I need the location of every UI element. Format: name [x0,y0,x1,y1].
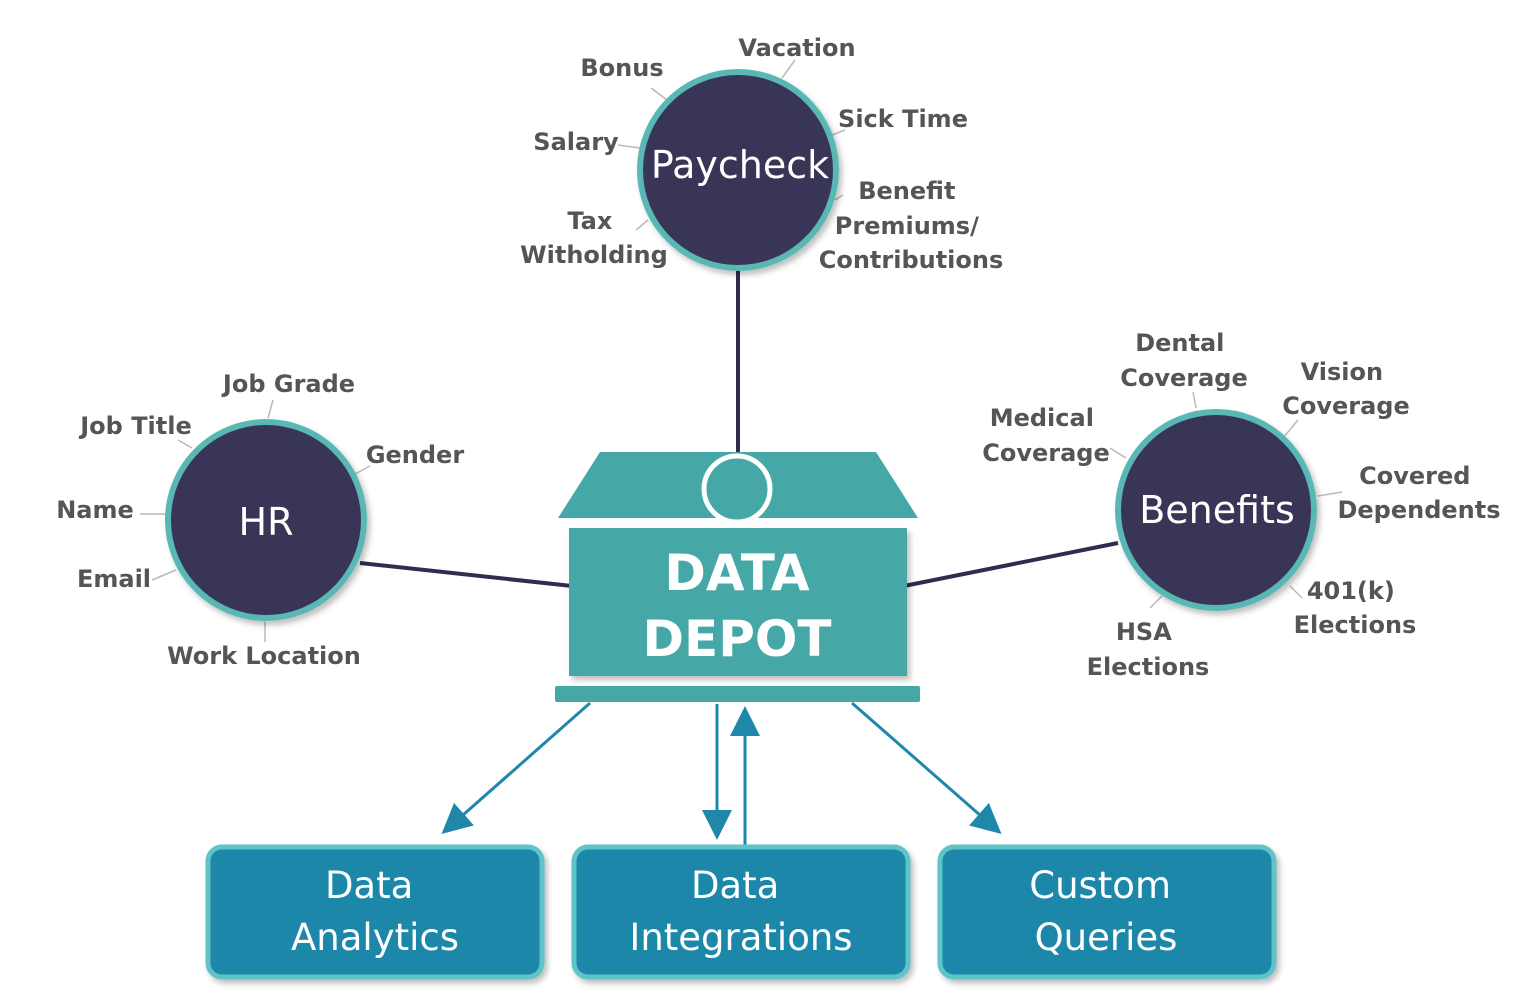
benefits-item-hsa: HSA Elections [1087,618,1210,681]
paycheck-leader-lines [617,59,846,231]
benefits-hub-label: Benefits [1139,488,1295,532]
custom-queries-box [937,844,1277,980]
paycheck-item-salary: Salary [533,128,619,156]
depot-body [569,528,907,676]
paycheck-item-tax-withholding-line2: Witholding [520,241,668,269]
benefits-item-vision-line2: Coverage [1282,392,1410,420]
data-analytics-label-line2: Analytics [291,916,459,959]
hr-hub-label: HR [239,500,294,544]
paycheck-item-benefit-premiums-line3: Contributions [819,246,1004,274]
paycheck-item-benefit-premiums: Benefit Premiums/ Contributions [819,177,1004,274]
depot-label-line1: DATA [664,544,810,602]
benefits-item-401k-line1: 401(k) [1307,577,1395,605]
benefits-item-vision-line1: Vision [1301,358,1383,386]
paycheck-item-vacation: Vacation [738,34,855,62]
hr-item-name: Name [56,496,134,524]
data-integrations-box [571,844,911,980]
paycheck-item-tax-withholding: Tax Witholding [520,207,668,269]
arrow-to-analytics [441,701,591,834]
paycheck-item-benefit-premiums-line1: Benefit [858,177,955,205]
paycheck-item-tax-withholding-line1: Tax [567,207,612,235]
hr-leader-lines [140,399,371,642]
benefits-item-401k: 401(k) Elections [1294,577,1417,639]
data-integrations-label-line2: Integrations [629,916,852,959]
hr-item-job-grade: Job Grade [221,370,355,398]
hr-item-work-location: Work Location [167,642,361,670]
benefits-hub [1115,409,1317,611]
hr-item-email: Email [77,565,151,593]
connector-benefits [903,541,1119,588]
benefits-item-hsa-line1: HSA [1116,618,1172,646]
custom-queries-label-line1: Custom [1029,864,1171,907]
custom-queries-label-line2: Queries [1035,916,1178,959]
benefits-item-dental-line2: Coverage [1120,364,1248,392]
depot-dome [701,453,773,525]
hr-item-job-title: Job Title [78,412,192,440]
data-analytics-label: Data Analytics [291,864,459,959]
data-analytics-box [205,844,545,980]
benefits-item-dental-line1: Dental [1135,329,1224,357]
benefits-item-hsa-line2: Elections [1087,653,1210,681]
benefits-item-vision: Vision Coverage [1282,358,1410,420]
benefits-item-medical: Medical Coverage [982,404,1110,467]
connector-hr [359,561,573,588]
paycheck-hub-label: Paycheck [651,143,829,187]
paycheck-item-sick-time: Sick Time [838,105,968,133]
paycheck-item-benefit-premiums-line2: Premiums/ [835,212,979,240]
depot-base [555,686,920,702]
benefits-item-covered-dependents-line2: Dependents [1337,496,1500,524]
data-integrations-label: Data Integrations [629,864,852,959]
paycheck-hub [637,69,839,271]
data-integrations-label-line1: Data [691,864,779,907]
benefits-item-401k-line2: Elections [1294,611,1417,639]
paycheck-item-bonus: Bonus [580,54,663,82]
custom-queries-label: Custom Queries [1029,864,1183,959]
data-depot-building [555,452,920,702]
benefits-item-medical-line2: Coverage [982,439,1110,467]
benefits-item-covered-dependents: Covered Dependents [1337,462,1500,524]
benefits-leader-lines [1109,391,1343,609]
benefits-item-dental: Dental Coverage [1120,329,1248,392]
depot-label-line2: DEPOT [643,610,832,668]
arrow-to-queries [851,701,1002,834]
hr-item-gender: Gender [366,441,465,469]
benefits-item-covered-dependents-line1: Covered [1359,462,1470,490]
data-analytics-label-line1: Data [325,864,413,907]
hr-hub [165,419,367,621]
benefits-item-medical-line1: Medical [990,404,1094,432]
